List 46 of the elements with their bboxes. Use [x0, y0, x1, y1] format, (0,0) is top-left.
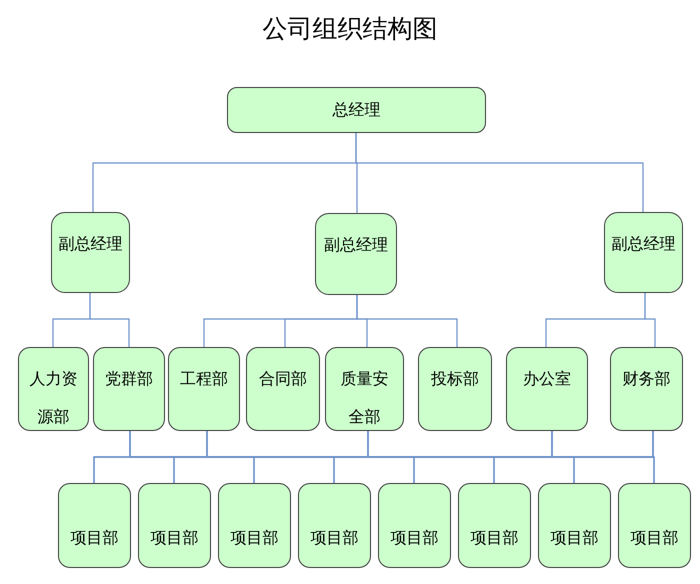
org-box: [418, 347, 492, 431]
org-box: [227, 87, 486, 133]
org-box: [58, 483, 131, 568]
connector-line: [355, 133, 644, 212]
org-box: [298, 483, 371, 568]
unit-name: 合同部: [259, 368, 307, 390]
unit-name: 人力资源部: [28, 368, 78, 428]
unit-name: 副总经理: [324, 234, 388, 256]
org-box: [51, 212, 130, 293]
org-box: [218, 483, 291, 568]
unit-name: 项目部: [70, 527, 118, 549]
org-box: [168, 347, 240, 431]
org-box: [325, 347, 404, 431]
org-box: [378, 483, 451, 568]
connector-line: [652, 431, 655, 483]
org-box: [538, 483, 611, 568]
unit-name: 项目部: [230, 527, 278, 549]
unit-name: 项目部: [470, 527, 518, 549]
unit-name: 项目部: [390, 527, 438, 549]
unit-name: 项目部: [630, 527, 678, 549]
unit-name: 项目部: [150, 527, 198, 549]
connector-line: [89, 293, 130, 347]
unit-name: 项目部: [550, 527, 598, 549]
org-box: [506, 347, 588, 431]
connector-line: [644, 293, 656, 347]
org-box: [246, 347, 320, 431]
unit-name: 副总经理: [612, 233, 676, 255]
org-box: [18, 347, 89, 431]
org-box: [315, 213, 397, 295]
org-box: [138, 483, 211, 568]
unit-name: 质量安全部: [340, 368, 390, 428]
unit-name: 党群部: [105, 368, 153, 390]
connector-line: [356, 295, 458, 347]
unit-name: 副总经理: [58, 233, 122, 255]
chart-title: 公司组织结构图: [262, 13, 438, 45]
org-box: [458, 483, 531, 568]
org-box: [93, 347, 165, 431]
unit-name: 总经理: [332, 99, 380, 121]
unit-name: 项目部: [310, 527, 358, 549]
org-box: [618, 483, 691, 568]
org-box: [610, 347, 683, 431]
unit-name: 办公室: [523, 368, 571, 390]
unit-name: 财务部: [622, 368, 670, 390]
unit-name: 投标部: [431, 368, 479, 390]
unit-name: 工程部: [180, 368, 228, 390]
org-box: [604, 212, 683, 293]
